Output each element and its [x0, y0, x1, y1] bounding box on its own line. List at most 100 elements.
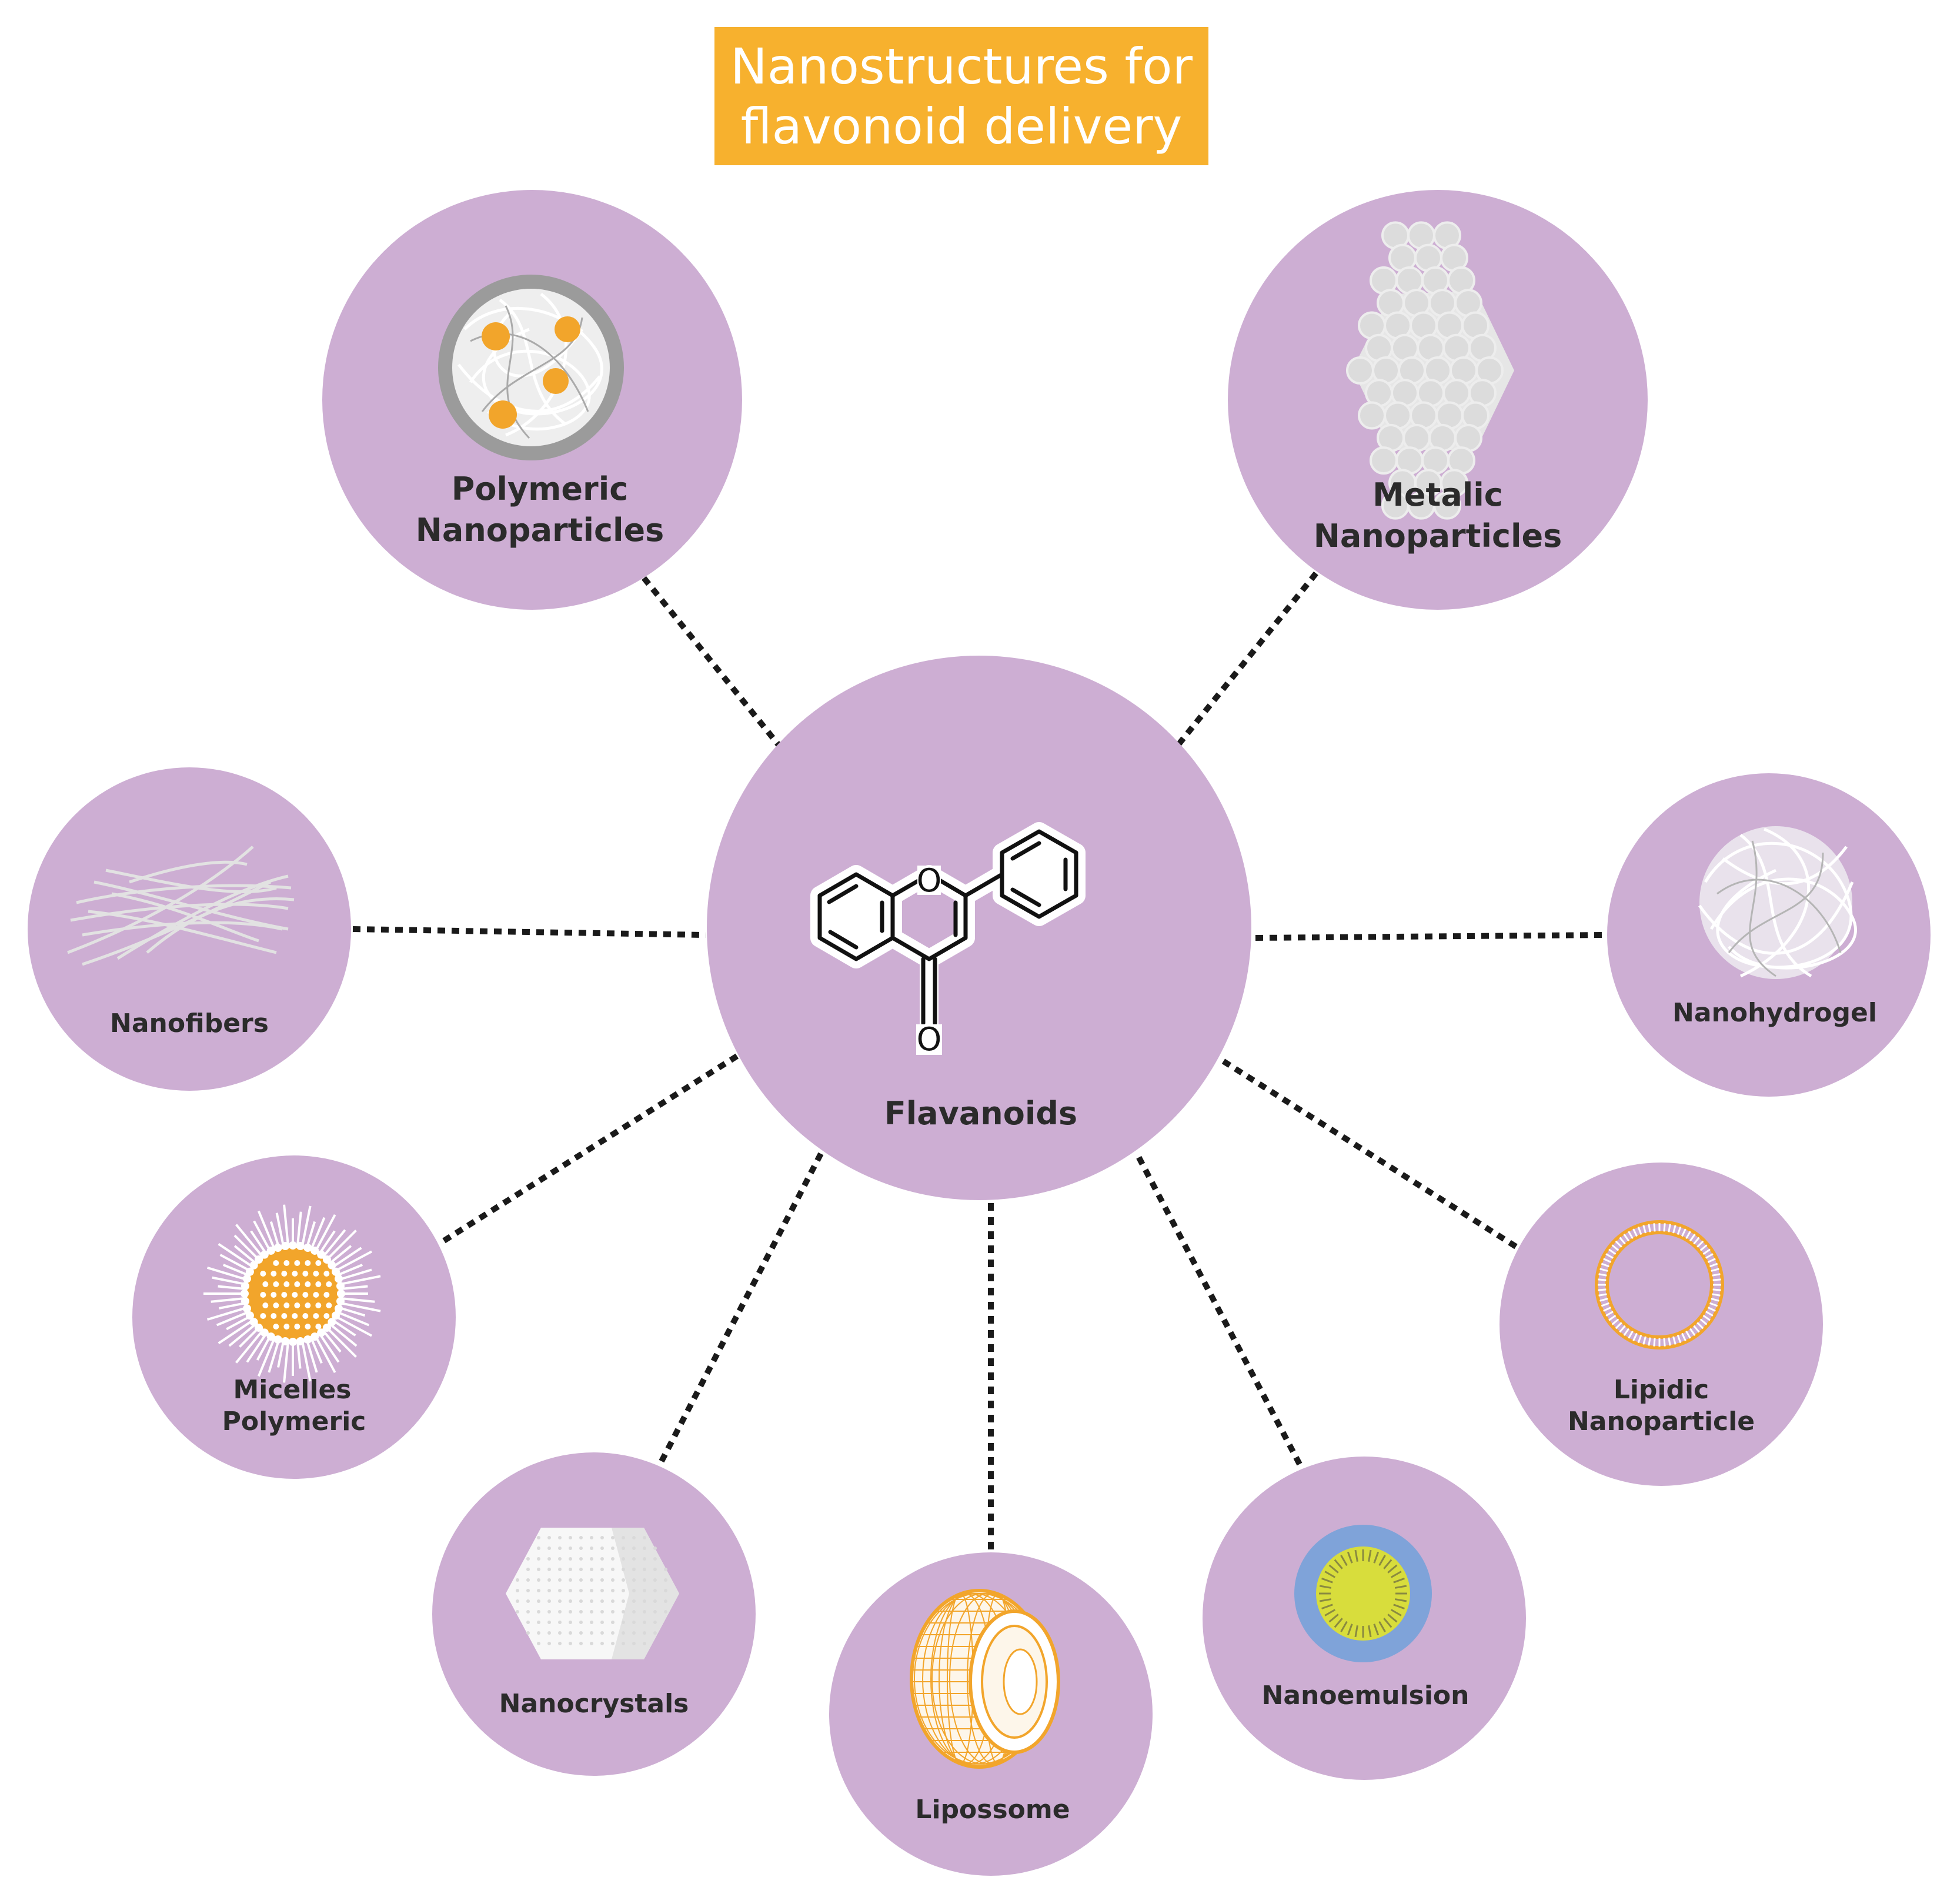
lipid-tail — [1603, 1258, 1612, 1263]
crystal-atom — [643, 1568, 646, 1571]
surfactant-tail — [1319, 1598, 1332, 1602]
crystal-atom — [653, 1546, 657, 1550]
crystal-atom — [579, 1568, 583, 1571]
micelle-tail — [218, 1242, 256, 1270]
crystal-atom — [537, 1610, 540, 1614]
micelle-head — [322, 1255, 331, 1264]
crystal-atom — [600, 1642, 604, 1645]
crystal-atom — [579, 1546, 583, 1550]
micelle-core-dot — [281, 1271, 288, 1277]
connector-nanofibers — [352, 926, 706, 938]
node-nanofibers: Nanofibers — [28, 767, 351, 1091]
crystal-atom — [537, 1578, 540, 1582]
lipid-tail — [1608, 1248, 1617, 1255]
lipid-tail — [1693, 1237, 1700, 1245]
surfactant-tail — [1393, 1604, 1405, 1610]
surfactant-tail — [1387, 1614, 1398, 1623]
micelle-head — [336, 1282, 345, 1291]
lipid-tail — [1642, 1336, 1647, 1345]
micelle-head — [328, 1318, 336, 1327]
surfactant-tail — [1390, 1571, 1402, 1578]
micelle-head — [281, 1337, 290, 1345]
surfactant-tail — [1390, 1609, 1402, 1616]
carbonyl-oxygen-label: O — [917, 1021, 942, 1058]
crystal-atom — [558, 1589, 562, 1592]
crystal-atom — [622, 1621, 625, 1624]
crystal-atom — [579, 1557, 583, 1561]
crystal-atom — [569, 1557, 572, 1561]
crystal-atom — [516, 1610, 519, 1614]
crystal-atom — [643, 1557, 646, 1561]
crystal-atom — [547, 1536, 551, 1539]
micelle-core-dot — [313, 1292, 319, 1298]
micelle-tail — [335, 1264, 363, 1277]
crystal-atom — [526, 1568, 530, 1571]
micelle-head — [281, 1242, 290, 1251]
lipid-tail — [1623, 1234, 1630, 1242]
crystal-atom — [622, 1578, 625, 1582]
crystal-atom — [643, 1578, 646, 1582]
crystal-atom — [569, 1546, 572, 1550]
micelle-head — [310, 1246, 319, 1255]
title-line-2: flavonoid delivery — [740, 97, 1183, 155]
crystal-atom — [664, 1578, 667, 1582]
micelle-head — [332, 1311, 340, 1320]
crystal-atom — [622, 1546, 625, 1550]
lipid-tail — [1677, 1334, 1682, 1344]
crystal-atom — [622, 1589, 625, 1592]
micelle-tail — [257, 1210, 276, 1252]
crystal-atom — [611, 1621, 615, 1624]
crystal-atom — [526, 1557, 530, 1561]
micelle-head — [243, 1274, 252, 1283]
crystal-atom — [664, 1589, 667, 1592]
crystal-atom — [653, 1610, 657, 1614]
crystal-atom — [579, 1621, 583, 1624]
surfactant-tail — [1334, 1559, 1343, 1569]
micelle-head — [310, 1332, 319, 1341]
micelle-core-dot — [260, 1292, 266, 1298]
lipid-tail — [1632, 1332, 1638, 1341]
node-lipossome: Lipossome — [829, 1552, 1153, 1876]
micelle-head — [241, 1282, 250, 1291]
lipid-tail — [1642, 1225, 1647, 1234]
surfactant-tail — [1324, 1609, 1336, 1616]
crystal-atom — [558, 1557, 562, 1561]
micelle-core-dot — [313, 1313, 319, 1319]
crystal-atom — [632, 1589, 636, 1592]
micelle-tail — [328, 1321, 358, 1347]
ring-oxygen-label: O — [917, 862, 942, 899]
surfactant-tail — [1340, 1555, 1348, 1566]
crystal-atom — [569, 1610, 572, 1614]
micelle-tail — [296, 1211, 302, 1248]
crystal-atom — [611, 1578, 615, 1582]
crystal-atom — [622, 1536, 625, 1539]
lipid-tail — [1611, 1244, 1619, 1251]
crystal-atom — [569, 1642, 572, 1645]
micelle-core-dot — [294, 1324, 300, 1330]
lipid-tail — [1605, 1311, 1614, 1317]
micelle-tail — [235, 1328, 265, 1364]
micelle-core-dot — [292, 1313, 298, 1319]
polymer-ball-icon — [438, 275, 624, 460]
crystal-atom — [558, 1610, 562, 1614]
crystal-atom — [600, 1599, 604, 1603]
micelle-head — [296, 1337, 305, 1345]
micelle-head — [289, 1338, 297, 1346]
crystal-atom — [622, 1610, 625, 1614]
micelle-head — [334, 1304, 343, 1313]
connectors — [352, 571, 1606, 1549]
node-micelles: Micelles Polymeric — [132, 1155, 456, 1479]
crystal-atom — [611, 1642, 615, 1645]
crystal-atom — [653, 1557, 657, 1561]
crystal-atom — [579, 1578, 583, 1582]
micelle-head — [303, 1244, 312, 1252]
micelle-tail — [235, 1224, 265, 1259]
micelle-core-dot — [315, 1281, 322, 1287]
lipid-tail — [1711, 1298, 1719, 1302]
crystal-atom — [537, 1546, 540, 1550]
crystal-atom — [590, 1589, 593, 1592]
node-lipidic-label-1: Lipidic — [1614, 1375, 1709, 1405]
lipid-tail — [1605, 1253, 1614, 1259]
micelle-head — [243, 1304, 252, 1313]
